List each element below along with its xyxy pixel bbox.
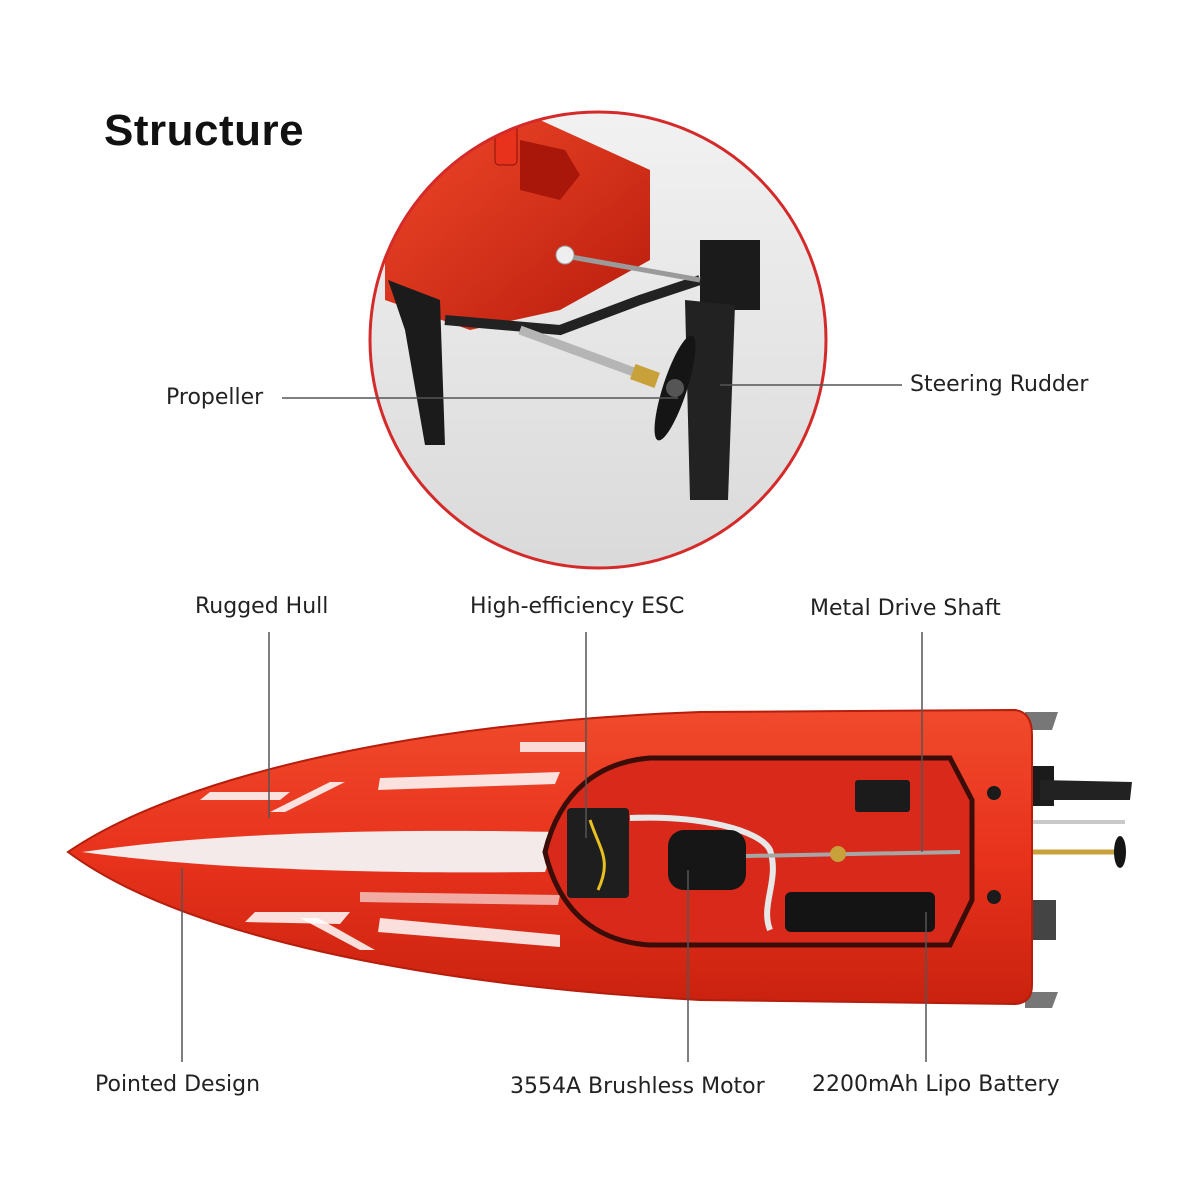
motor-label: 3554A Brushless Motor — [510, 1074, 765, 1099]
boat-top-view — [66, 708, 1132, 1008]
battery-pack — [785, 892, 935, 932]
propeller-part — [654, 335, 696, 441]
steering-rudder-label: Steering Rudder — [910, 372, 1089, 397]
propeller-label: Propeller — [166, 385, 264, 410]
pointed-design-label: Pointed Design — [95, 1072, 261, 1097]
stern-hardware — [1010, 712, 1132, 1008]
rugged-hull-label: Rugged Hull — [195, 594, 329, 619]
hull-stripe — [82, 830, 560, 873]
rudder-blade — [685, 300, 735, 500]
page-title: Structure — [104, 106, 305, 155]
battery-label: 2200mAh Lipo Battery — [812, 1072, 1060, 1097]
drive-shaft — [745, 850, 961, 858]
left-fin — [388, 280, 445, 445]
esc-unit — [567, 808, 629, 898]
drive-shaft-label: Metal Drive Shaft — [810, 596, 1001, 621]
motor-part — [668, 830, 746, 890]
stern-zoom-circle — [368, 110, 828, 570]
servo — [855, 780, 910, 812]
esc-label: High-efficiency ESC — [470, 594, 685, 619]
